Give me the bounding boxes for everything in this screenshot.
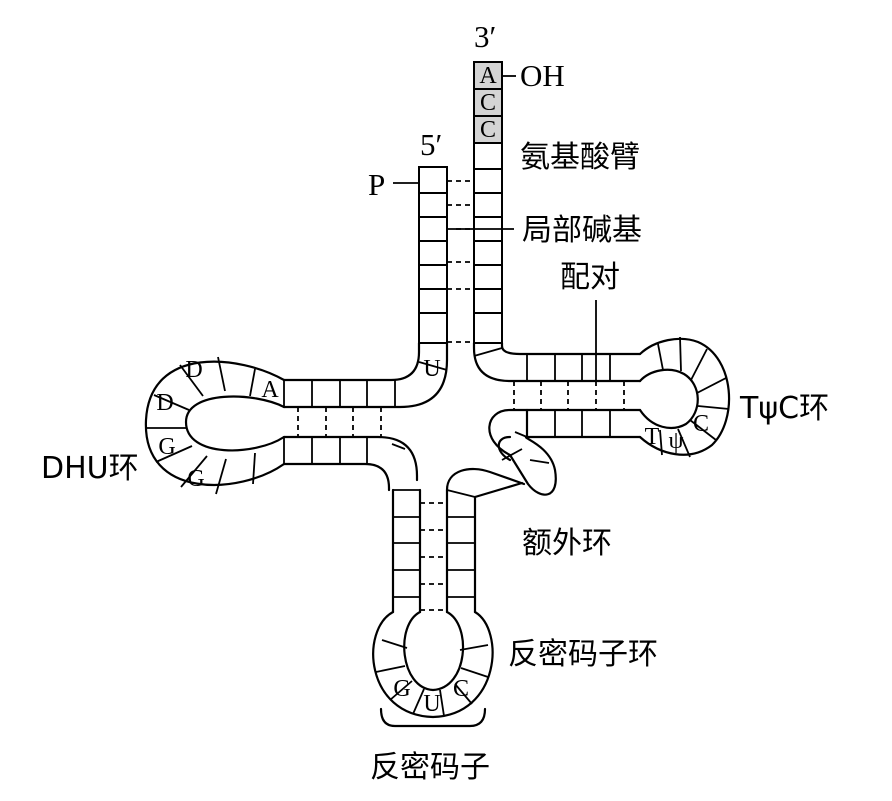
tpsic-loop-label: TψC环 — [739, 391, 829, 426]
anticodon-loop — [372, 610, 494, 728]
tpsic-base-c: C — [693, 411, 709, 437]
anticodon-base-u: U — [423, 691, 440, 717]
cca-base-c2: C — [480, 117, 496, 143]
leader-lines — [393, 75, 597, 380]
anticodon-stem — [391, 488, 477, 614]
anticodon-base-c: C — [453, 676, 469, 702]
anticodon-loop-label: 反密码子环 — [508, 637, 658, 672]
dhu-base-g1: G — [158, 434, 175, 460]
anticodon-bracket — [379, 707, 487, 728]
five-prime-label: 5′ — [420, 127, 442, 162]
dhu-base-g2: G — [187, 466, 204, 492]
variable-loop — [445, 408, 557, 499]
tpsic-arm — [513, 336, 731, 458]
base-pairing-label-line2: 配对 — [560, 260, 620, 295]
cca-base-c1: C — [480, 90, 496, 116]
oh-label: OH — [520, 58, 565, 93]
base-pairing-label-line1: 局部碱基 — [522, 213, 642, 248]
p-label: P — [368, 167, 385, 202]
tpsic-base-psi: ψ — [668, 428, 683, 454]
anticodon-base-g: G — [393, 676, 410, 702]
base-letters: A C C U A D D G G T ψ C G U C — [156, 63, 709, 717]
acceptor-base-u: U — [423, 356, 440, 382]
three-prime-label: 3′ — [474, 19, 496, 54]
variable-loop-label: 额外环 — [522, 526, 612, 561]
dhu-arm — [144, 356, 419, 495]
dhu-base-d2: D — [156, 390, 173, 416]
cca-base-a: A — [479, 63, 497, 89]
tpsic-base-t: T — [645, 424, 660, 450]
amino-acid-arm-label: 氨基酸臂 — [520, 140, 640, 175]
dhu-loop-label: DHU环 — [41, 451, 139, 486]
anticodon-label: 反密码子 — [370, 750, 490, 785]
dhu-base-d1: D — [185, 357, 202, 383]
acceptor-stem — [418, 61, 503, 344]
dhu-base-a: A — [261, 377, 279, 403]
labels: 3′ OH 5′ P 氨基酸臂 局部碱基 配对 TψC环 DHU环 额外环 反密… — [41, 19, 829, 785]
stem-junctions — [282, 341, 642, 409]
